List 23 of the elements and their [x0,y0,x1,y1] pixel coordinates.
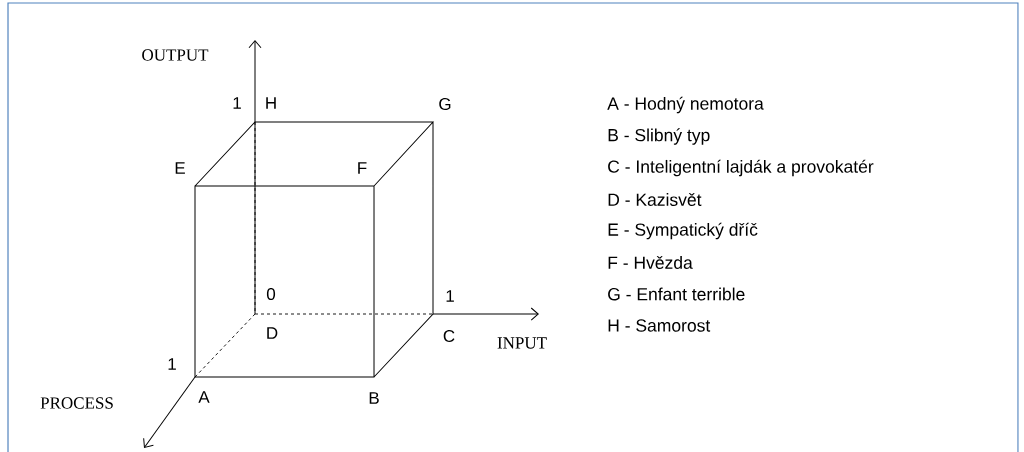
tick-label: 0 [266,288,276,301]
axis-label: PROCESS [40,397,113,409]
vertex-label: C [443,330,455,343]
tick-label: 1 [233,97,241,109]
vertex-label: F [358,162,367,174]
key-text: D - Kazisvět [608,193,702,206]
vertex-label: G [439,98,451,111]
axis-label: INPUT [497,337,547,349]
key-text: C - Inteligentní lajdák a provokatér [608,159,874,177]
axis-label: OUTPUT [142,49,209,61]
key-text: G - Enfant terrible [608,287,745,301]
key-text: A - Hodný nemotora [607,96,764,114]
vertex-label: A [198,391,210,403]
key-text: F - Hvězda [608,256,693,269]
vertex-label: D [267,327,278,339]
vertex-label: B [369,392,379,404]
vertex-label: E [175,162,185,174]
vertex-label: H [266,97,276,109]
key-text: H - Samorost [608,319,711,332]
tick-label: 1 [446,290,454,302]
key-text: E - Sympatický dříč [608,222,758,240]
key-text: B - Slibný typ [608,128,710,145]
tick-label: 1 [168,358,176,370]
